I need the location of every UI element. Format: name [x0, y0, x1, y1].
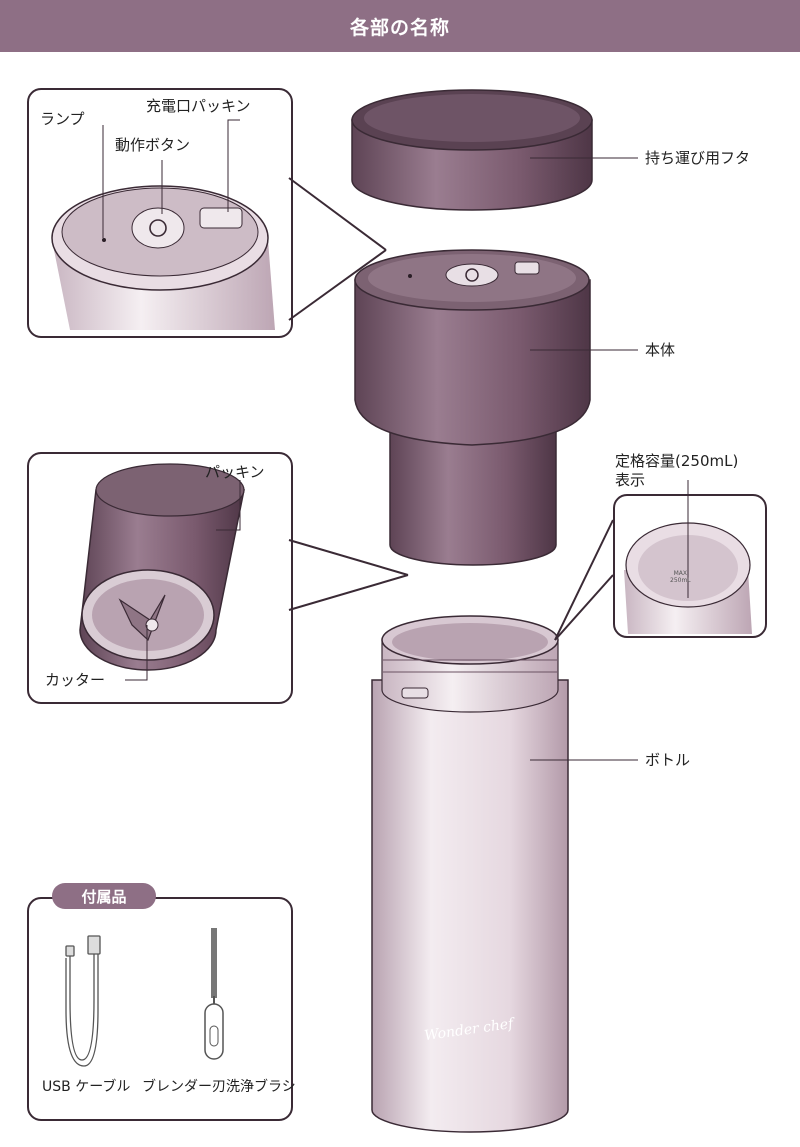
- blade-detail-illustration: [79, 463, 245, 671]
- accessories-box: [27, 897, 293, 1121]
- bottle: [371, 615, 569, 1133]
- capacity-marking-text: 250mL: [670, 577, 691, 584]
- capacity-marking: MAX 250mL: [670, 570, 691, 584]
- label-main-body: 本体: [645, 341, 676, 359]
- label-power-button: 動作ボタン: [115, 136, 191, 154]
- leader-lines: [102, 119, 689, 761]
- label-charge-gasket: 充電口パッキン: [146, 97, 251, 115]
- usb-cable-illustration: [65, 935, 101, 1067]
- callout-connectors: [288, 177, 614, 641]
- label-gasket: パッキン: [205, 463, 265, 481]
- label-cutter: カッター: [45, 671, 106, 689]
- label-capacity-line1: 定格容量(250mL): [615, 452, 739, 470]
- top-detail-illustration: [51, 185, 275, 330]
- page-title: 各部の名称: [349, 16, 450, 39]
- capacity-detail-illustration: [624, 522, 752, 634]
- carry-lid: [351, 89, 593, 211]
- main-body: [354, 249, 591, 566]
- page-title-bar: 各部の名称: [0, 0, 800, 52]
- label-carry-lid: 持ち運び用フタ: [645, 149, 751, 167]
- accessories-title: 付属品: [52, 883, 156, 909]
- label-capacity-line2: 表示: [615, 471, 646, 489]
- cleaning-brush-illustration: [204, 928, 224, 1060]
- label-bottle: ボトル: [645, 751, 691, 769]
- label-lamp: ランプ: [40, 110, 85, 128]
- accessory-usb-cable-label: USB ケーブル: [42, 1079, 131, 1095]
- max-marking-text: MAX: [673, 570, 688, 577]
- accessory-brush-label: ブレンダー刃洗浄ブラシ: [142, 1079, 296, 1095]
